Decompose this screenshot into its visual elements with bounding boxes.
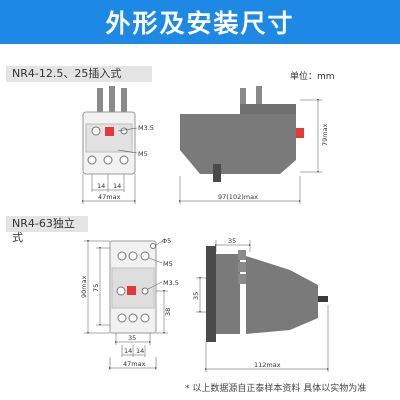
pin [121, 88, 127, 114]
dim-35-front: 35 [128, 334, 136, 342]
dim-97-102max: 97(102)max [218, 193, 258, 201]
label-m35-63: M3.5 [163, 279, 179, 287]
din-rail-clip [206, 246, 216, 342]
label-m5-63: M5 [163, 260, 173, 268]
front-view-plugin: M3.5 M5 14 14 47max [82, 86, 154, 204]
label-m5: M5 [138, 150, 148, 158]
terminal-screw-icon [87, 155, 97, 165]
dim-14-right: 14 [113, 182, 121, 190]
dim-112max: 112max [254, 361, 281, 369]
dial-icon [91, 126, 101, 136]
terminal-screw-icon [103, 155, 113, 165]
side-red-button [296, 128, 304, 138]
red-button-63 [127, 286, 136, 295]
side-view-plugin: 79max 97(102)max [179, 86, 329, 204]
page-title-banner: 外形及安装尺寸 [0, 0, 400, 44]
pin [97, 88, 103, 114]
dim-35-left: 35 [192, 292, 200, 300]
terminal-screw-icon [119, 155, 129, 165]
dim-14a-63: 14 [124, 347, 132, 355]
front-view-standalone: Φ5 M5 M3.5 90max 75 38 35 14 14 [80, 237, 179, 370]
side-body [180, 114, 296, 174]
section-title-standalone: NR4-63独立式 [6, 216, 88, 244]
screw-icon [120, 127, 128, 135]
footnote: * 以上数据源自正泰样本资料 具体以实物为准 [185, 384, 367, 394]
dim-79max: 79max [321, 123, 329, 146]
dim-47max: 47max [98, 193, 121, 201]
dim-38: 38 [164, 308, 172, 316]
red-button [105, 127, 114, 136]
dim-47max-63: 47max [123, 360, 146, 368]
dim-35-top: 35 [228, 237, 236, 245]
dim-14b-63: 14 [136, 347, 144, 355]
label-phi5: Φ5 [162, 237, 171, 245]
side-view-standalone: 35 35 112max [192, 237, 329, 372]
side-body-63 [246, 256, 318, 334]
dim-75: 75 [92, 284, 100, 292]
label-m35: M3.5 [138, 124, 154, 132]
dim-14-left: 14 [97, 182, 105, 190]
page-title: 外形及安装尺寸 [105, 9, 295, 38]
unit-label: 单位：mm [290, 72, 335, 82]
dim-90max: 90max [80, 275, 88, 298]
section-title-plugin: NR4-12.5、25插入式 [6, 66, 152, 82]
pin [109, 86, 115, 114]
